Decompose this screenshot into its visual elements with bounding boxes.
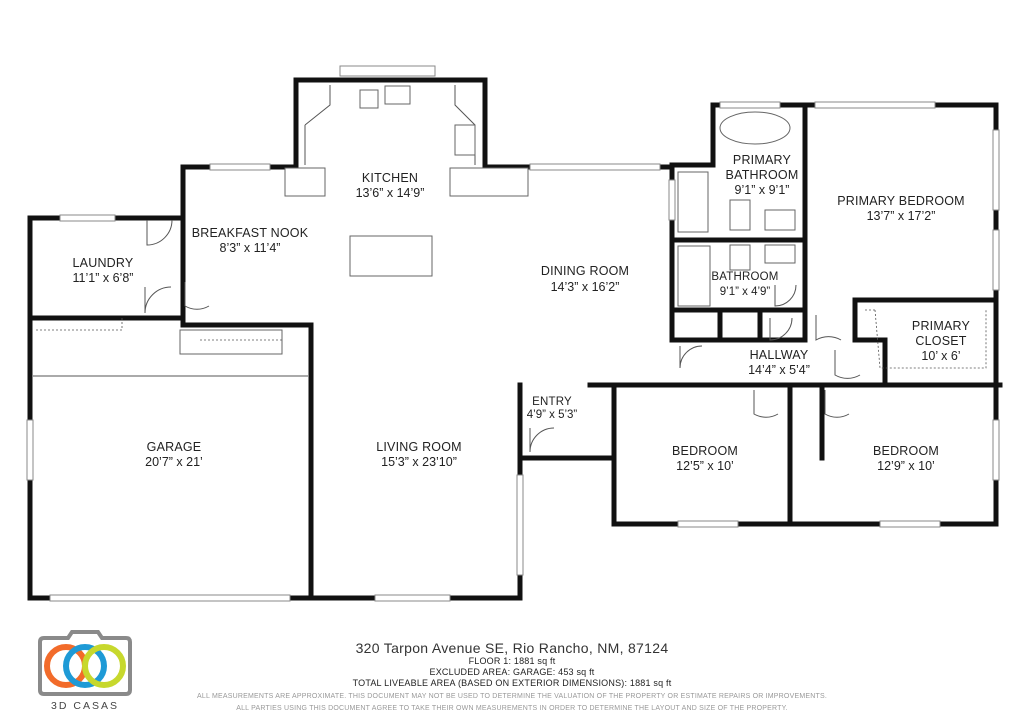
brand-logo: 3D CASAS [38,628,132,718]
kitchen-label: KITCHEN [362,171,418,185]
camera-logo-icon [38,630,132,696]
bedroom-2-label: BEDROOM [873,444,939,458]
dining-room-label: DINING ROOM [541,264,629,278]
entry-label: ENTRY [532,396,572,408]
kitchen-island [349,235,433,277]
laundry-label: LAUNDRY [73,256,134,270]
primary-bedroom-label: PRIMARY BEDROOM [837,194,965,208]
bathroom-label: BATHROOM [711,271,778,283]
property-address: 320 Tarpon Avenue SE, Rio Rancho, NM, 87… [355,640,669,656]
primary-bedroom-dimensions: 13’7” x 17’2” [867,209,936,223]
disclaimer-line-2: ALL PARTIES USING THIS DOCUMENT AGREE TO… [236,705,788,712]
primary-closet-label-line1: PRIMARY [912,319,971,333]
brand-name: 3D CASAS [51,700,119,712]
total-liveable-area: TOTAL LIVEABLE AREA (BASED ON EXTERIOR D… [352,678,672,688]
floor-area: FLOOR 1: 1881 sq ft [468,656,556,666]
excluded-area: EXCLUDED AREA: GARAGE: 453 sq ft [429,667,595,677]
room-labels: KITCHEN 13’6” x 14’9” BREAKFAST NOOK 8’3… [73,153,971,473]
hallway-dimensions: 14’4” x 5’4” [748,363,810,377]
kitchen-dimensions: 13’6” x 14’9” [356,186,425,200]
primary-bathroom-label-line2: BATHROOM [726,168,799,182]
bedroom-2-dimensions: 12’9” x 10’ [877,459,935,473]
plan-footer: 320 Tarpon Avenue SE, Rio Rancho, NM, 87… [160,640,864,713]
garage-label: GARAGE [147,440,202,454]
laundry-dimensions: 11’1” x 6’8” [73,271,134,285]
primary-closet-label-line2: CLOSET [915,334,966,348]
bedroom-1-dimensions: 12’5” x 10’ [676,459,734,473]
walls [27,77,1003,601]
bedroom-1-label: BEDROOM [672,444,738,458]
breakfast-nook-label: BREAKFAST NOOK [192,226,309,240]
hallway-label: HALLWAY [750,348,809,362]
primary-bathroom-label-line1: PRIMARY [733,153,792,167]
entry-dimensions: 4’9” x 5’3” [527,409,578,421]
living-room-label: LIVING ROOM [376,440,462,454]
breakfast-nook-dimensions: 8’3” x 11’4” [220,241,281,255]
windows [26,65,1000,602]
living-room-dimensions: 15’3” x 23’10” [381,455,457,469]
primary-closet-dimensions: 10’ x 6’ [921,349,960,363]
dining-room-dimensions: 14’3” x 16’2” [551,280,620,294]
garage-dimensions: 20’7” x 21’ [145,455,203,469]
disclaimer-line-1: ALL MEASUREMENTS ARE APPROXIMATE. THIS D… [197,693,827,700]
primary-bathroom-dimensions: 9’1” x 9’1” [735,183,790,197]
bathroom-dimensions: 9’1” x 4’9” [720,286,771,298]
fixtures [33,85,987,453]
